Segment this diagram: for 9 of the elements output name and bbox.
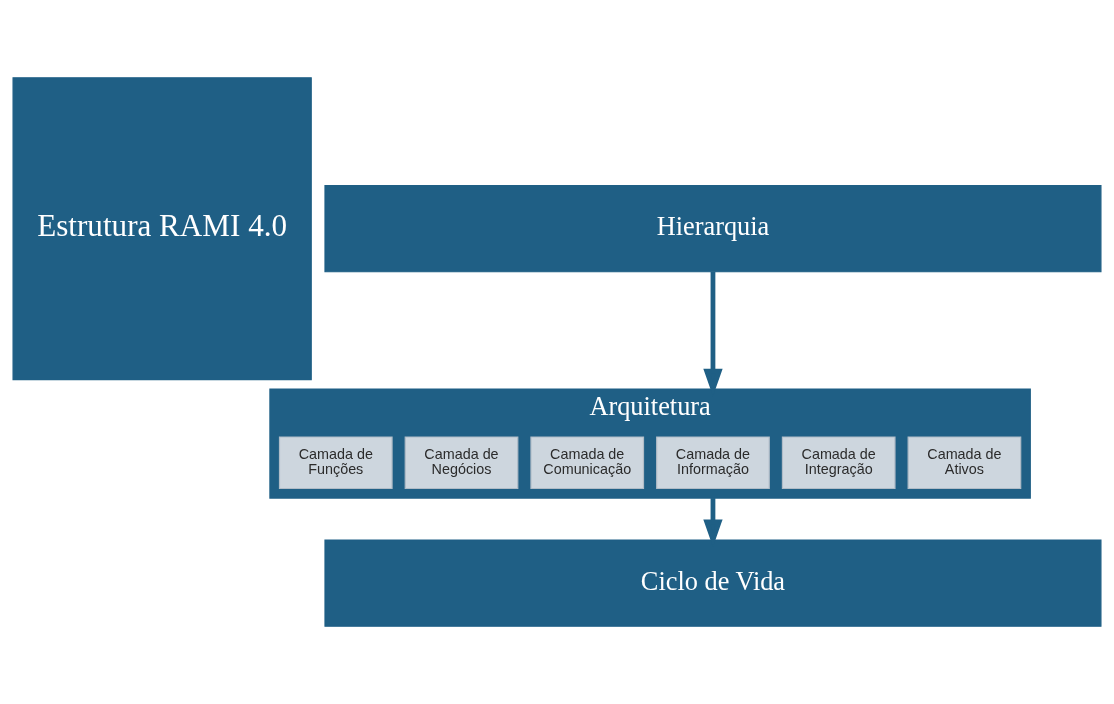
node-box: Ciclo de Vida — [324, 539, 1102, 627]
node-box: Estrutura RAMI 4.0 — [12, 77, 312, 381]
node-box: Camada de Funções — [278, 436, 393, 490]
node-box: Camada de Informação — [656, 436, 770, 490]
node-box: Camada de Integração — [781, 436, 896, 490]
node-box: Camada de Negócios — [404, 436, 519, 490]
node-box: Camada de Comunicação — [530, 436, 645, 490]
node-box: Hierarquia — [324, 184, 1102, 273]
node-box: Camada de Ativos — [907, 436, 1022, 490]
